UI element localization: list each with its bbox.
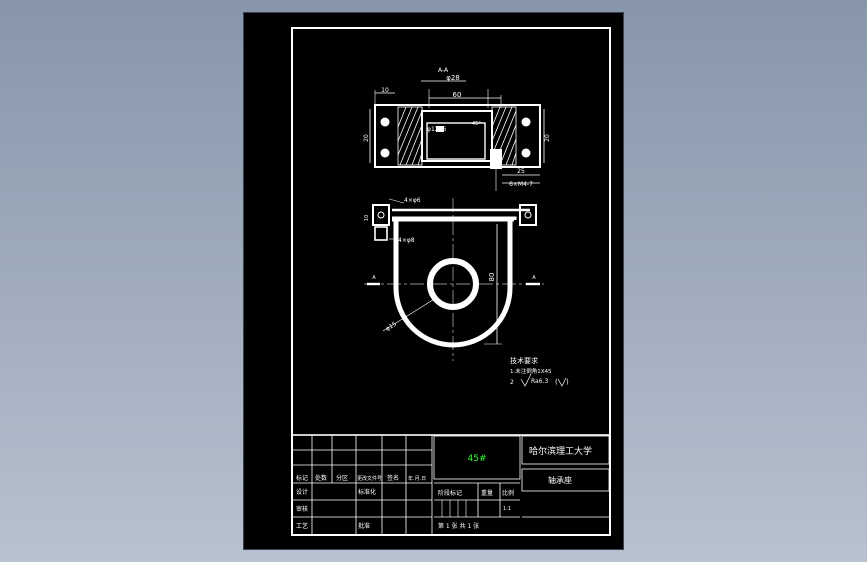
section-view: A-A φ28 60 10 [363, 67, 551, 191]
section-outline [374, 104, 541, 168]
bore-inner [426, 122, 486, 160]
title-block-frame [291, 434, 611, 536]
review-label: 审核 [296, 505, 308, 513]
hatch-left [397, 106, 423, 166]
dim-label: 4×φ8 [398, 237, 415, 244]
part-name-box [521, 468, 610, 492]
dim-label: 45° [472, 121, 481, 127]
bolt-hole [521, 148, 531, 158]
bore-outline [421, 110, 493, 162]
sheet-info: 第 1 张 共 1 张 [438, 522, 479, 530]
dim-label: 6×M4-7 [509, 181, 533, 188]
bolt-hole [380, 148, 390, 158]
scale-value: 1:1 [503, 506, 511, 512]
standardization-label: 标准化 [358, 488, 376, 496]
part-name: 轴承座 [548, 475, 572, 485]
hatch-right [491, 106, 517, 166]
left-tab [374, 226, 388, 241]
note-item-1: 1.未注倒角1X45 [510, 367, 552, 375]
flange-hole [377, 211, 385, 219]
weight-label: 重量 [481, 489, 493, 497]
section-label: A-A [438, 67, 449, 74]
material-text: 45# [468, 454, 487, 464]
dim-label: φ12h6 [427, 126, 446, 133]
dim-label: φ28 [446, 74, 460, 82]
bolt-hole [380, 117, 390, 127]
boss [490, 149, 502, 169]
process-label: 工艺 [296, 522, 308, 530]
cut-label-left: A [372, 275, 376, 281]
approve-label: 批准 [358, 522, 370, 530]
dim-label: 80 [488, 273, 496, 282]
roughness-paren: ( [555, 378, 558, 386]
bolt-hole [521, 117, 531, 127]
leader [382, 297, 437, 332]
technical-notes: 技术要求 1.未注倒角1X45 2 Ra6.3 ( ) [510, 356, 569, 387]
note-item-2: 2 [510, 379, 514, 386]
dim-label: 10 [364, 215, 370, 221]
scale-label: 比例 [502, 489, 514, 497]
revision-grid [292, 435, 433, 535]
roughness-value: Ra6.3 [531, 378, 548, 385]
roughness-symbol [520, 373, 532, 387]
row-label-change-doc: 更改文件号 [357, 475, 382, 482]
hatch-box [397, 106, 423, 166]
row-label-date: 年.月.日 [408, 475, 426, 482]
row-label-count: 处数 [315, 474, 327, 482]
material-box [433, 435, 521, 480]
notes-heading: 技术要求 [510, 356, 538, 365]
school-name: 哈尔滨理工大学 [529, 445, 592, 457]
bore-circle [427, 258, 479, 310]
row-label-zone: 分区 [336, 474, 348, 482]
cut-label-right: A [532, 275, 536, 281]
row-label-sign: 签名 [387, 474, 399, 482]
flange-hole [524, 211, 532, 219]
roughness-paren: ) [566, 378, 569, 386]
plan-view: A A 4×φ6 4×φ8 10 80 φ15 [364, 197, 544, 361]
title-block: 标记 处数 分区 更改文件号 签名 年.月.日 设计 标准化 审核 工艺 批准 … [291, 434, 611, 536]
dim-label: 4×φ6 [404, 197, 421, 204]
dim-label: 25 [517, 168, 525, 175]
dim-label: φ15 [384, 321, 398, 333]
dim-label: 20 [363, 134, 370, 142]
bore-notch [436, 126, 444, 132]
right-flange [519, 204, 537, 226]
dim-label: 10 [381, 87, 389, 94]
school-box [521, 435, 610, 465]
leader [388, 198, 405, 204]
roughness-symbol-other [557, 377, 567, 387]
drawing-sheet: A-A φ28 60 10 [244, 13, 623, 549]
design-label: 设计 [296, 488, 308, 496]
cad-drawing-canvas: A-A φ28 60 10 [291, 27, 611, 536]
dim-label: 20 [544, 134, 551, 142]
row-label-mark: 标记 [296, 474, 308, 482]
dim-label: 60 [453, 91, 462, 99]
left-flange [372, 204, 390, 226]
body-outline [392, 216, 517, 348]
stage-mark-label: 阶段标记 [438, 489, 462, 497]
